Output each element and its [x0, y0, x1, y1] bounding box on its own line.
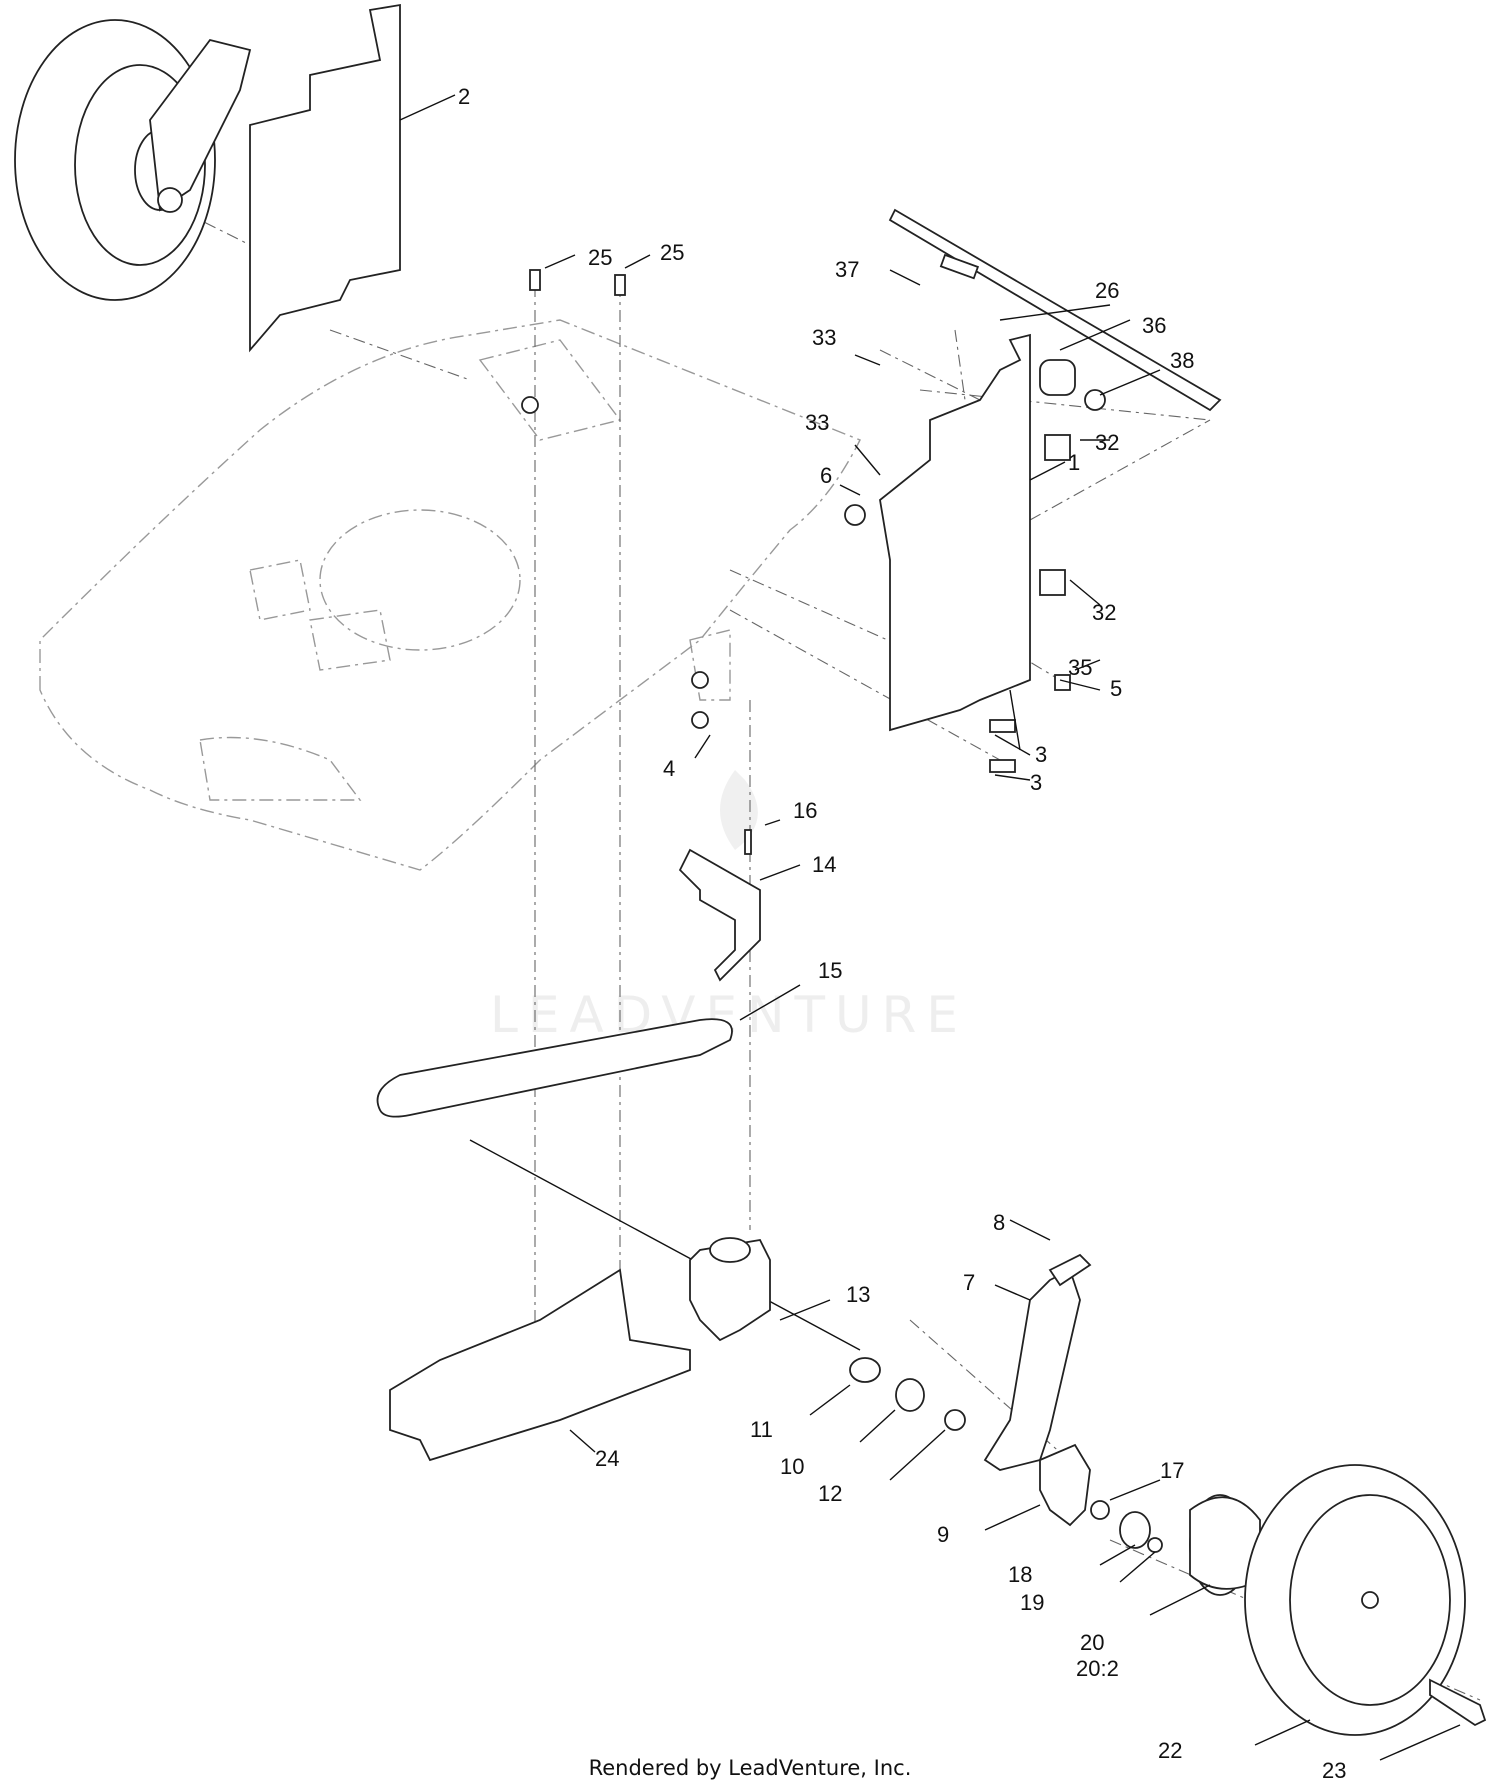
pinion-gear — [1119, 1511, 1151, 1549]
callout-20: 20 — [1080, 1630, 1104, 1655]
hardware — [521, 253, 1106, 855]
adjust-plate-right — [879, 333, 1031, 732]
callout-1: 1 — [1068, 450, 1080, 475]
callout-19: 19 — [1020, 1590, 1044, 1615]
watermark-flame-icon — [720, 770, 758, 850]
callout-2: 2 — [458, 84, 470, 109]
retainer — [1147, 1537, 1163, 1553]
callout-13: 13 — [846, 1282, 870, 1307]
belt-guide-bracket — [678, 848, 761, 982]
callout-22: 22 — [1158, 1738, 1182, 1763]
callout-17: 17 — [1160, 1458, 1184, 1483]
callout-26: 26 — [1095, 278, 1119, 303]
callout-10: 10 — [780, 1454, 804, 1479]
callout-35: 35 — [1068, 655, 1092, 680]
front-wheel — [1244, 1464, 1466, 1736]
callout-25: 25 — [588, 245, 612, 270]
callout-16: 16 — [793, 798, 817, 823]
callout-36: 36 — [1142, 313, 1166, 338]
callout-18: 18 — [1008, 1562, 1032, 1587]
adjust-plate-left — [249, 3, 401, 353]
callout-9: 9 — [937, 1522, 949, 1547]
callout-33: 33 — [812, 325, 836, 350]
footer-credit: Rendered by LeadVenture, Inc. — [588, 1756, 912, 1780]
callout-32: 32 — [1095, 430, 1119, 455]
rear-wheel — [14, 19, 252, 301]
bearing — [895, 1378, 925, 1412]
callout-24: 24 — [595, 1446, 619, 1471]
rear-axle-rod — [888, 208, 1222, 412]
callout-3: 3 — [1035, 742, 1047, 767]
lever-grip — [1048, 1253, 1092, 1287]
callout-5: 5 — [1110, 676, 1122, 701]
callout-11: 11 — [750, 1417, 773, 1442]
callout-23: 23 — [1322, 1758, 1346, 1783]
callout-4: 4 — [663, 756, 675, 781]
callout-32-second: 32 — [1092, 600, 1116, 625]
callout-15: 15 — [818, 958, 842, 983]
leader-lines — [399, 94, 1461, 1761]
callout-33-second: 33 — [805, 410, 829, 435]
drive-shield — [389, 1268, 691, 1462]
callout-38: 38 — [1170, 348, 1194, 373]
callout-6: 6 — [820, 463, 832, 488]
callout-labels: 1 2 3 3 4 5 6 7 8 9 10 11 12 13 14 15 16… — [458, 84, 1346, 1783]
callout-7: 7 — [963, 1270, 975, 1295]
drive-belt — [376, 1018, 733, 1118]
callout-14: 14 — [812, 852, 836, 877]
bushing — [849, 1357, 881, 1383]
washer — [1090, 1500, 1110, 1520]
callout-12: 12 — [818, 1481, 842, 1506]
drive-shaft — [469, 1139, 861, 1351]
spacer — [944, 1409, 966, 1431]
callout-3-second: 3 — [1030, 770, 1042, 795]
wheel-bolt — [1429, 1678, 1487, 1727]
adjust-lever — [983, 1268, 1081, 1471]
callout-8: 8 — [993, 1210, 1005, 1235]
callout-25-second: 25 — [660, 240, 684, 265]
hub-cap — [1189, 1494, 1261, 1596]
callout-20-2: 20:2 — [1076, 1656, 1119, 1681]
callout-37: 37 — [835, 257, 859, 282]
wheel-plate — [1039, 1443, 1091, 1527]
